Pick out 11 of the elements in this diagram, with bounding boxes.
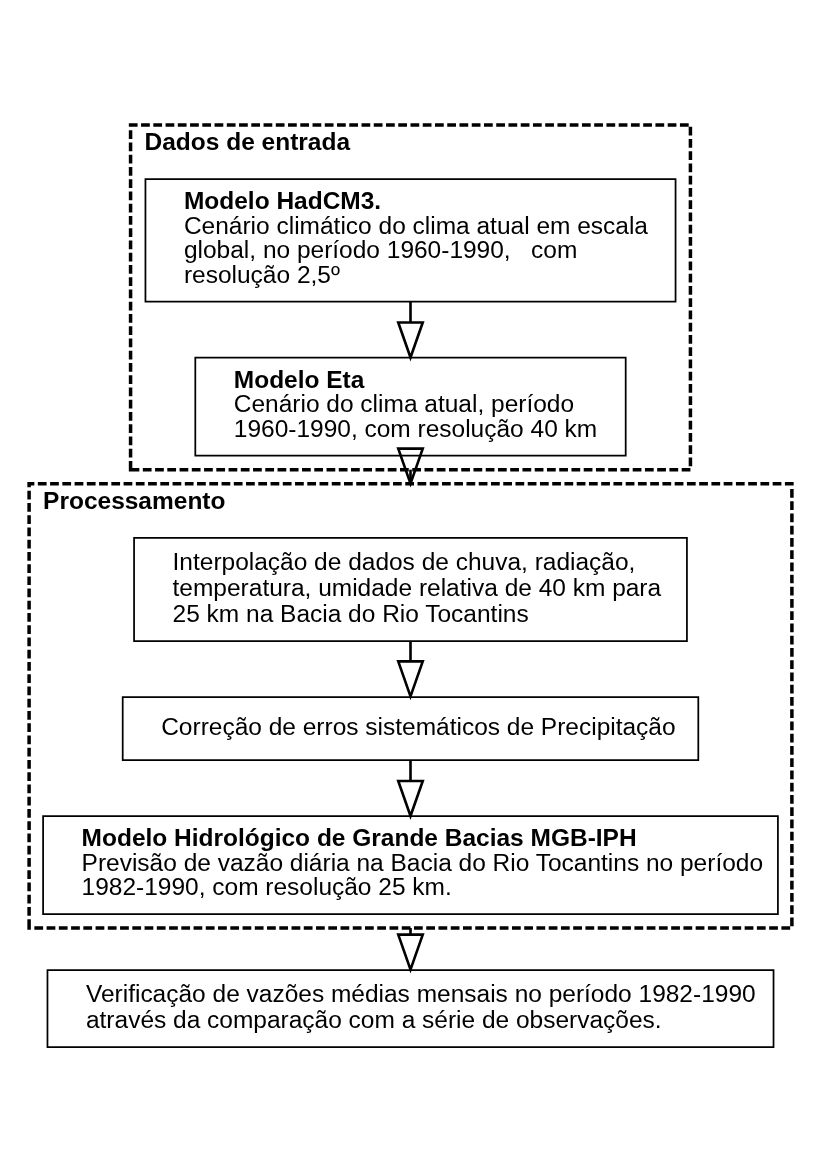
arrow: [396, 301, 425, 362]
node-box: Modelo HadCM3. Cenário climático do clima atual em escala global, no período 1960-1990, com resolução 2,5º: [144, 178, 677, 303]
arrow: [396, 641, 425, 701]
node-box: Verificação de vazões médias mensais no período 1982-1990 através da comparação com a série de observações.: [46, 969, 775, 1048]
node-box: Correção de erros sistemáticos de Precipitação: [121, 696, 700, 761]
arrow: [396, 447, 425, 488]
arrow: [396, 928, 425, 974]
node-box: Modelo Hidrológico de Grande Bacias MGB-IPH Previsão de vazão diária na Bacia do Rio Tocantins no período 1982-1990, com resolução 25 km.: [42, 815, 779, 915]
node-box: Modelo Eta Cenário do clima atual, período 1960-1990, com resolução 40 km: [194, 356, 627, 457]
node-box: Interpolação de dados de chuva, radiação, temperatura, umidade relativa de 40 km para 25 km na Bacia do Rio Tocantins: [133, 537, 688, 642]
arrow: [396, 760, 425, 820]
